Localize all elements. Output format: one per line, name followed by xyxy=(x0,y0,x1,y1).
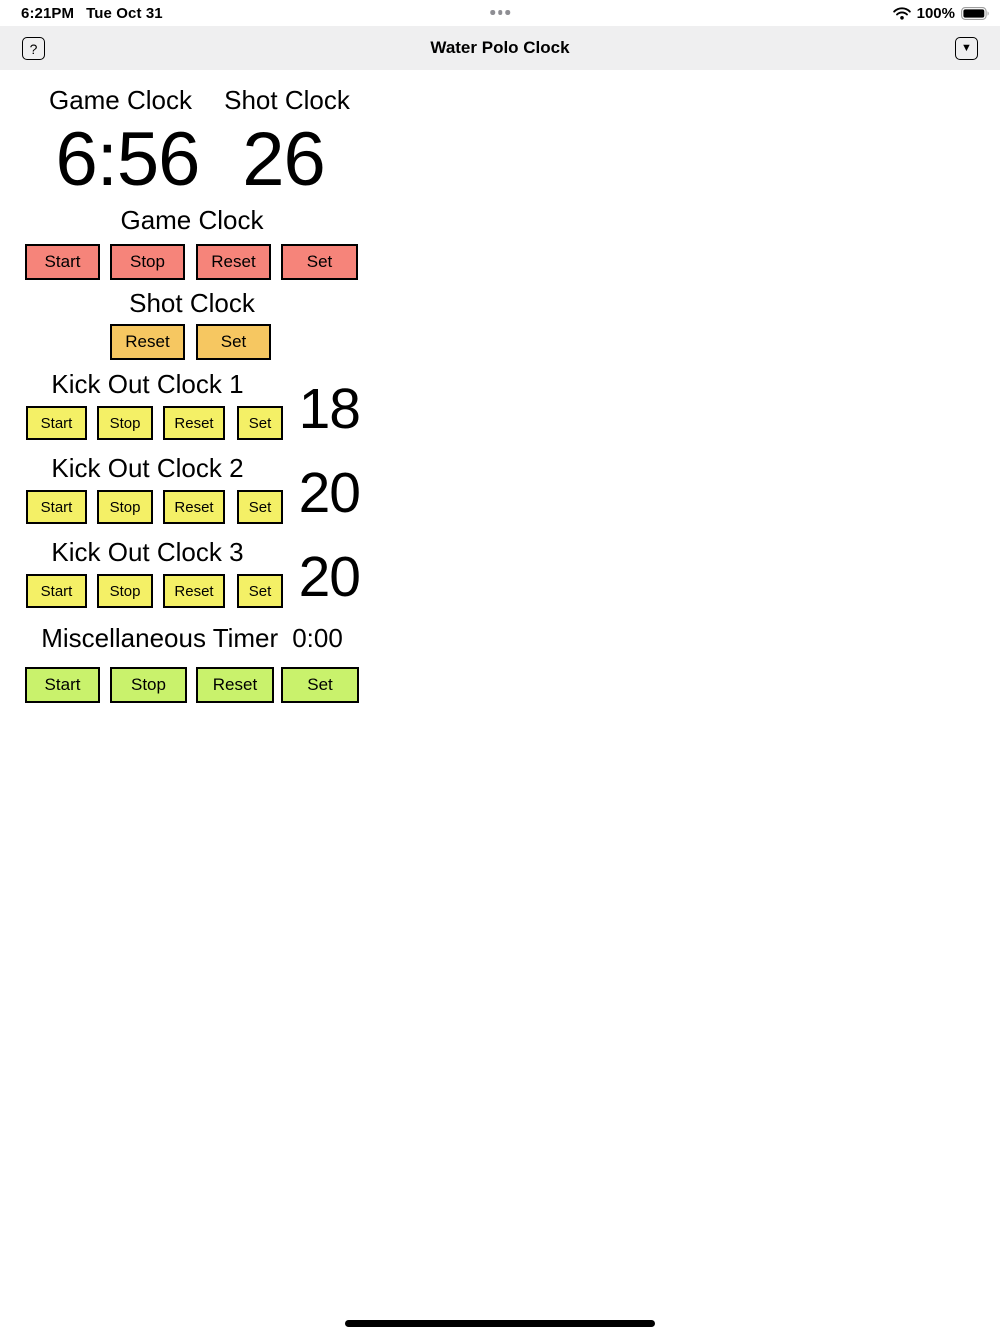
kick-out-clock-3-title: Kick Out Clock 3 xyxy=(51,537,244,567)
misc-timer-header: Miscellaneous Timer 0:00 xyxy=(25,623,359,653)
kick-out-clock-2-value: 20 xyxy=(298,461,361,525)
misc-timer-title: Miscellaneous Timer xyxy=(41,623,279,653)
multitasking-ellipsis-icon[interactable] xyxy=(490,10,510,15)
kick-out-clock-2-start-button[interactable]: Start xyxy=(26,490,87,524)
misc-timer-value: 0:00 xyxy=(292,623,343,653)
status-time: 6:21PM xyxy=(21,4,75,22)
kick-out-clock-2-reset-button[interactable]: Reset xyxy=(163,490,225,524)
kick-out-clock-1-stop-button[interactable]: Stop xyxy=(97,406,153,440)
game-clock-set-button[interactable]: Set xyxy=(281,244,358,280)
misc-timer-start-button[interactable]: Start xyxy=(25,667,100,703)
status-date: Tue Oct 31 xyxy=(86,4,163,22)
game-clock-value: 6:56 xyxy=(55,117,201,202)
nav-bar: Water Polo Clock ? ▼ xyxy=(0,26,1000,70)
kick-out-clock-3-set-button[interactable]: Set xyxy=(237,574,283,608)
game-clock-reset-button[interactable]: Reset xyxy=(196,244,271,280)
kick-out-clock-3-reset-button[interactable]: Reset xyxy=(163,574,225,608)
shot-clock-display-label: Shot Clock xyxy=(224,85,350,115)
kick-out-clock-2-title: Kick Out Clock 2 xyxy=(51,453,244,483)
status-bar: 6:21PM Tue Oct 31 100% xyxy=(0,0,1000,26)
shot-clock-section-title: Shot Clock xyxy=(129,288,255,318)
game-clock-section-title: Game Clock xyxy=(120,205,264,235)
game-clock-display-label: Game Clock xyxy=(48,85,193,115)
battery-percent: 100% xyxy=(916,4,955,22)
kick-out-clock-2-set-button[interactable]: Set xyxy=(237,490,283,524)
kick-out-clock-1-reset-button[interactable]: Reset xyxy=(163,406,225,440)
kick-out-clock-3-start-button[interactable]: Start xyxy=(26,574,87,608)
game-clock-start-button[interactable]: Start xyxy=(25,244,100,280)
page-title: Water Polo Clock xyxy=(430,38,570,57)
shot-clock-reset-button[interactable]: Reset xyxy=(110,324,185,360)
kick-out-clock-1-start-button[interactable]: Start xyxy=(26,406,87,440)
home-indicator[interactable] xyxy=(345,1320,655,1327)
help-icon[interactable]: ? xyxy=(22,37,45,60)
misc-timer-reset-button[interactable]: Reset xyxy=(196,667,274,703)
kick-out-clock-3-stop-button[interactable]: Stop xyxy=(97,574,153,608)
wifi-icon xyxy=(892,6,911,20)
shot-clock-set-button[interactable]: Set xyxy=(196,324,271,360)
battery-icon xyxy=(961,6,990,20)
kick-out-clock-1-value: 18 xyxy=(298,377,361,441)
game-clock-stop-button[interactable]: Stop xyxy=(110,244,185,280)
dropdown-icon[interactable]: ▼ xyxy=(955,37,978,60)
kick-out-clock-2-stop-button[interactable]: Stop xyxy=(97,490,153,524)
misc-timer-stop-button[interactable]: Stop xyxy=(110,667,187,703)
kick-out-clock-1-set-button[interactable]: Set xyxy=(237,406,283,440)
misc-timer-set-button[interactable]: Set xyxy=(281,667,359,703)
kick-out-clock-1-title: Kick Out Clock 1 xyxy=(51,369,244,399)
shot-clock-value: 26 xyxy=(242,117,326,202)
kick-out-clock-3-value: 20 xyxy=(298,545,361,609)
